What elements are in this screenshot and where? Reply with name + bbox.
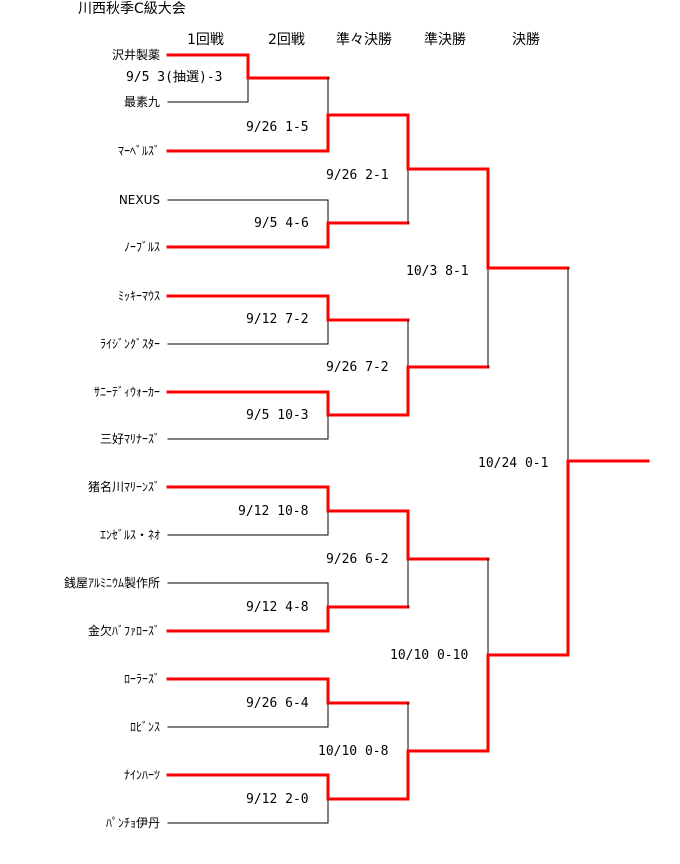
team-name: ﾉｰﾌﾞﾙｽ [123, 240, 160, 254]
team-name: 猪名川ﾏﾘｰﾝｽﾞ [87, 480, 160, 494]
match-result-sf: 10/10 0-10 [390, 648, 469, 663]
match-result-r1: 9/5 3(抽選)-3 [126, 70, 223, 85]
team-name: 最素九 [123, 95, 160, 109]
round-header-final: 決勝 [512, 32, 540, 48]
round-header-qf: 準々決勝 [336, 32, 392, 48]
match-result-qf: 9/26 6-2 [326, 552, 389, 567]
round-header-r1: 1回戦 [187, 32, 224, 48]
team-name: ﾊﾟﾝﾁｮ伊丹 [105, 816, 160, 830]
team-name: ﾛﾋﾞﾝｽ [129, 720, 160, 734]
team-name: 銭屋ｱﾙﾐﾆｳﾑ製作所 [63, 576, 160, 590]
match-result-qf: 10/10 0-8 [318, 744, 389, 759]
match-result-sf: 10/3 8-1 [406, 264, 469, 279]
team-name: NEXUS [118, 193, 160, 207]
page-title: 川西秋季C級大会 [78, 1, 186, 17]
team-name: ｻﾆｰﾃﾞｨｳｫｰｶｰ [93, 385, 160, 399]
match-result-r2: 9/5 4-6 [254, 216, 309, 231]
match-result-r2: 9/12 4-8 [246, 600, 309, 615]
round-header-sf: 準決勝 [424, 32, 466, 48]
match-result-r2: 9/12 10-8 [238, 504, 309, 519]
round-header-r2: 2回戦 [268, 32, 305, 48]
team-name: ｴﾝｾﾞﾙｽ・ﾈｵ [99, 528, 160, 542]
match-result-final: 10/24 0-1 [478, 456, 549, 471]
team-name: 沢井製薬 [111, 48, 160, 62]
team-name: ﾏｰﾍﾞﾙｽﾞ [117, 144, 160, 158]
team-name: 金欠ﾊﾞﾌｧﾛｰｽﾞ [87, 624, 160, 638]
match-result-r2: 9/12 2-0 [246, 792, 309, 807]
team-name: ﾐｯｷｰﾏｳｽ [117, 289, 160, 303]
match-result-r2: 9/26 6-4 [246, 696, 309, 711]
match-result-qf: 9/26 2-1 [326, 168, 389, 183]
match-result-r2: 9/5 10-3 [246, 408, 309, 423]
team-name: ﾗｲｼﾞﾝｸﾞｽﾀｰ [99, 337, 160, 351]
team-name: 三好ﾏﾘﾅｰｽﾞ [99, 432, 160, 446]
team-name: ﾅｲﾝﾊｰﾂ [123, 768, 160, 782]
match-result-qf: 9/26 7-2 [326, 360, 389, 375]
team-name: ﾛｰﾗｰｽﾞ [123, 672, 160, 686]
match-result-r2: 9/26 1-5 [246, 120, 309, 135]
match-result-r2: 9/12 7-2 [246, 312, 309, 327]
